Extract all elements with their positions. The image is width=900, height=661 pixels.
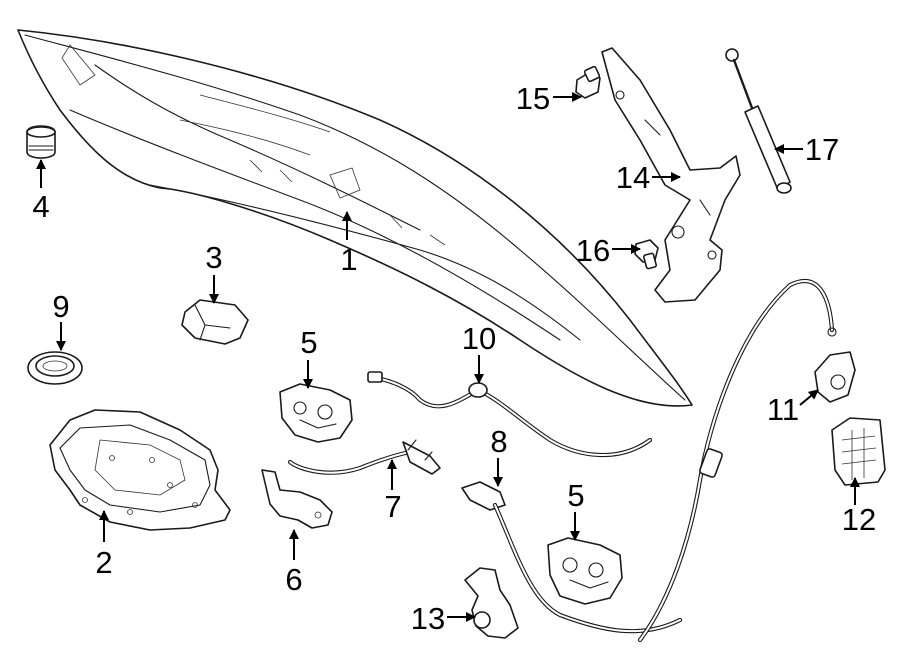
callout-10: 10 (462, 321, 496, 356)
callout-6: 6 (285, 562, 302, 597)
callout-16: 16 (576, 233, 610, 268)
lift-support (725, 48, 792, 194)
release-cable-10 (367, 371, 653, 458)
hood-latch-lower (547, 537, 623, 605)
callout-1: 1 (340, 242, 357, 277)
hood-bumper (26, 125, 56, 159)
callout-5-lower: 5 (567, 478, 584, 513)
callout-9: 9 (52, 289, 69, 324)
callout-14: 14 (616, 160, 650, 195)
callout-2: 2 (95, 545, 112, 580)
callout-12: 12 (842, 502, 876, 537)
leader-lines (36, 92, 860, 622)
callout-7: 7 (384, 489, 401, 524)
lock-bracket (464, 567, 519, 639)
callout-8: 8 (490, 424, 507, 459)
latch-bracket (261, 469, 333, 529)
cable-connector-8 (461, 481, 683, 634)
handle-bezel (831, 417, 886, 486)
callout-labels: 1 2 3 4 5 5 6 7 8 9 10 11 12 13 14 15 16… (32, 81, 876, 636)
hood-clip (181, 299, 249, 345)
grommet (27, 351, 83, 385)
callout-3: 3 (205, 240, 222, 275)
callout-11: 11 (767, 392, 799, 427)
callout-4: 4 (32, 189, 49, 224)
release-cable-7 (287, 439, 441, 475)
hood-panel (17, 29, 693, 407)
release-cable-long (637, 278, 837, 643)
hood-latch-upper (279, 383, 353, 443)
callout-17: 17 (805, 132, 839, 167)
hood-insulator (49, 409, 231, 531)
bolt-15 (575, 65, 601, 99)
callout-15: 15 (516, 81, 550, 116)
release-handle (814, 351, 856, 403)
callout-13: 13 (411, 601, 445, 636)
bolt-16 (634, 239, 659, 270)
callout-5-upper: 5 (300, 325, 317, 360)
